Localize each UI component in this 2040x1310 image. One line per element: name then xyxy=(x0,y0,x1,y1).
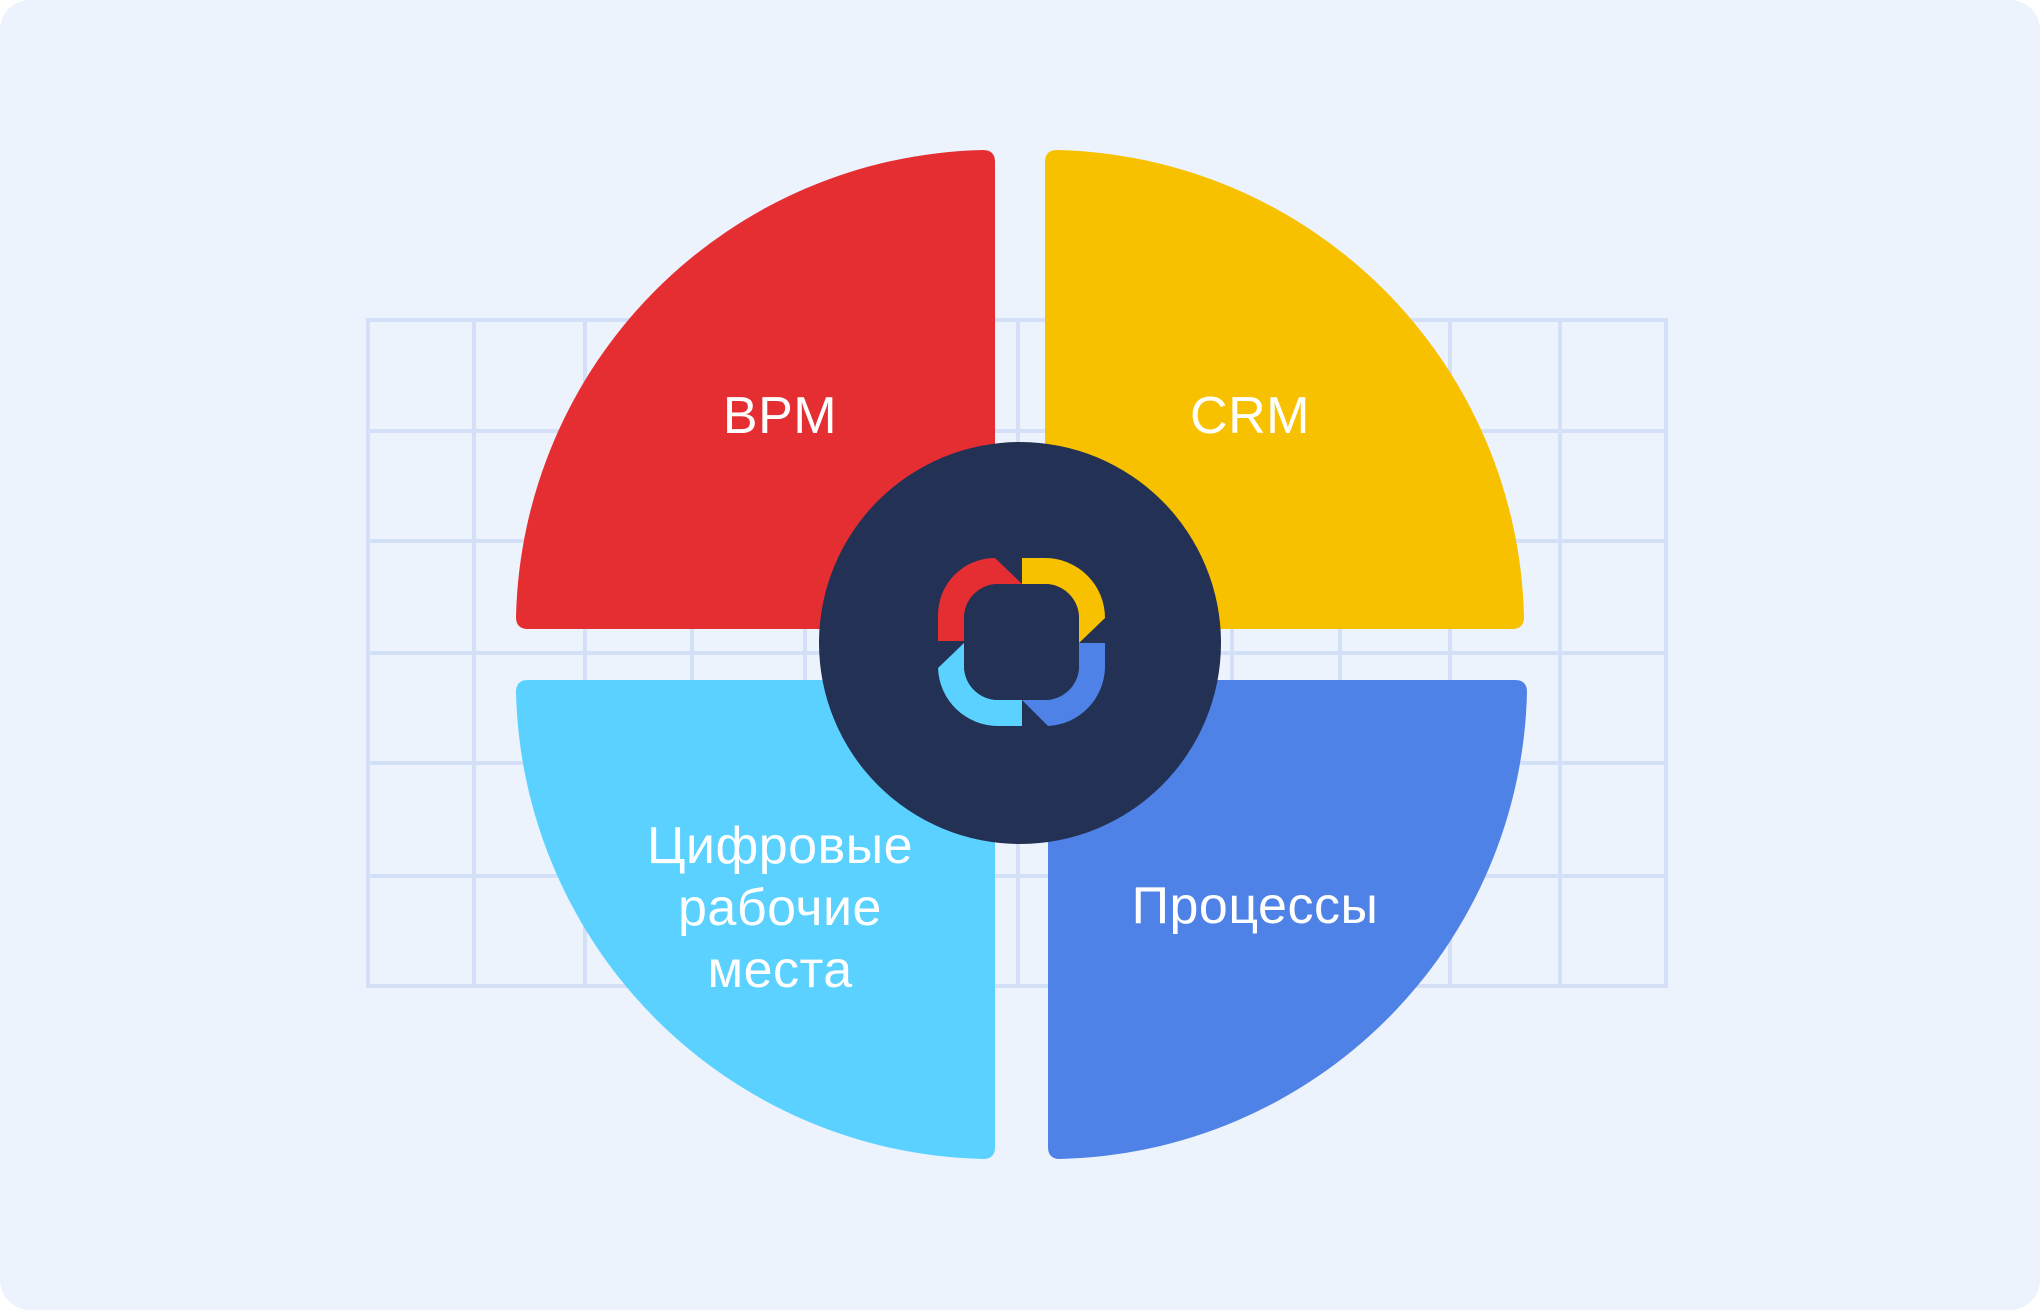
label-workplaces-line: Цифровые xyxy=(646,817,914,875)
logo-segment-yellow xyxy=(1022,558,1105,643)
logo-segment-blue xyxy=(1022,643,1105,726)
quadrant-workplaces xyxy=(516,680,995,1159)
label-bpm: BPM xyxy=(722,387,838,445)
label-workplaces: Цифровые рабочие места xyxy=(600,815,960,1001)
logo-segment-lightblue xyxy=(938,643,1022,726)
label-processes: Процессы xyxy=(1131,877,1379,935)
label-crm: CRM xyxy=(1190,387,1310,445)
logo-inner-square xyxy=(964,584,1079,700)
quadrant-processes xyxy=(1048,680,1527,1159)
logo-segment-red xyxy=(937,558,1022,641)
label-workplaces-line: рабочие xyxy=(678,879,882,937)
cycle-logo-icon xyxy=(937,558,1105,726)
label-workplaces-line: места xyxy=(707,941,853,999)
